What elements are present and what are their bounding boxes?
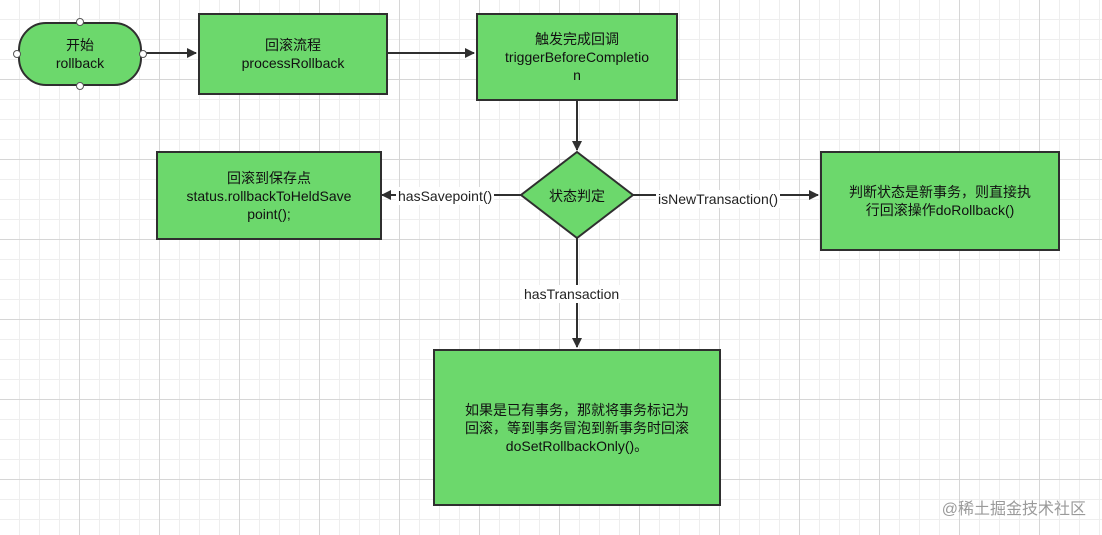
edge-label-is-new-transaction: isNewTransaction() — [656, 190, 781, 208]
decision-label: 状态判定 — [549, 188, 605, 204]
savepoint-label-1: 回滚到保存点 — [226, 169, 311, 186]
edge-label-has-savepoint: hasSavepoint() — [396, 187, 495, 205]
handle-left[interactable] — [13, 50, 21, 58]
start-node[interactable]: 开始 rollback — [18, 22, 142, 86]
start-label-2: rollback — [55, 55, 105, 71]
handle-top[interactable] — [76, 18, 84, 26]
handle-right[interactable] — [139, 50, 147, 58]
has-tx-label-1: 如果是已有事务，那就将事务标记为 — [465, 401, 689, 418]
new-transaction-node[interactable]: 判断状态是新事务，则直接执行回滚操作doRollback() — [820, 151, 1060, 251]
trigger-label-3: n — [573, 67, 581, 83]
edge-label-has-transaction: hasTransaction — [522, 285, 622, 303]
savepoint-label-2: status.rollbackToHeldSave — [186, 187, 352, 204]
watermark: @稀土掘金技术社区 — [941, 501, 1086, 518]
trigger-label-2: triggerBeforeCompletio — [505, 49, 649, 65]
start-label-1: 开始 — [66, 37, 94, 53]
process-rollback-node[interactable]: 回滚流程 processRollback — [198, 13, 388, 95]
savepoint-label-3: point(); — [247, 205, 291, 222]
trigger-label-1: 触发完成回调 — [535, 31, 619, 47]
process-label-1: 回滚流程 — [265, 37, 321, 53]
has-tx-label-3: doSetRollbackOnly()。 — [505, 437, 649, 454]
trigger-before-completion-node[interactable]: 触发完成回调 triggerBeforeCompletio n — [476, 13, 678, 101]
new-tx-label-2: 行回滚操作doRollback() — [865, 202, 1015, 218]
decision-diamond — [519, 150, 635, 240]
process-label-2: processRollback — [241, 55, 345, 71]
new-tx-label-1: 判断状态是新事务，则直接执 — [849, 184, 1031, 200]
has-tx-label-2: 回滚，等到事务冒泡到新事务时回滚 — [465, 419, 689, 436]
handle-bottom[interactable] — [76, 82, 84, 90]
